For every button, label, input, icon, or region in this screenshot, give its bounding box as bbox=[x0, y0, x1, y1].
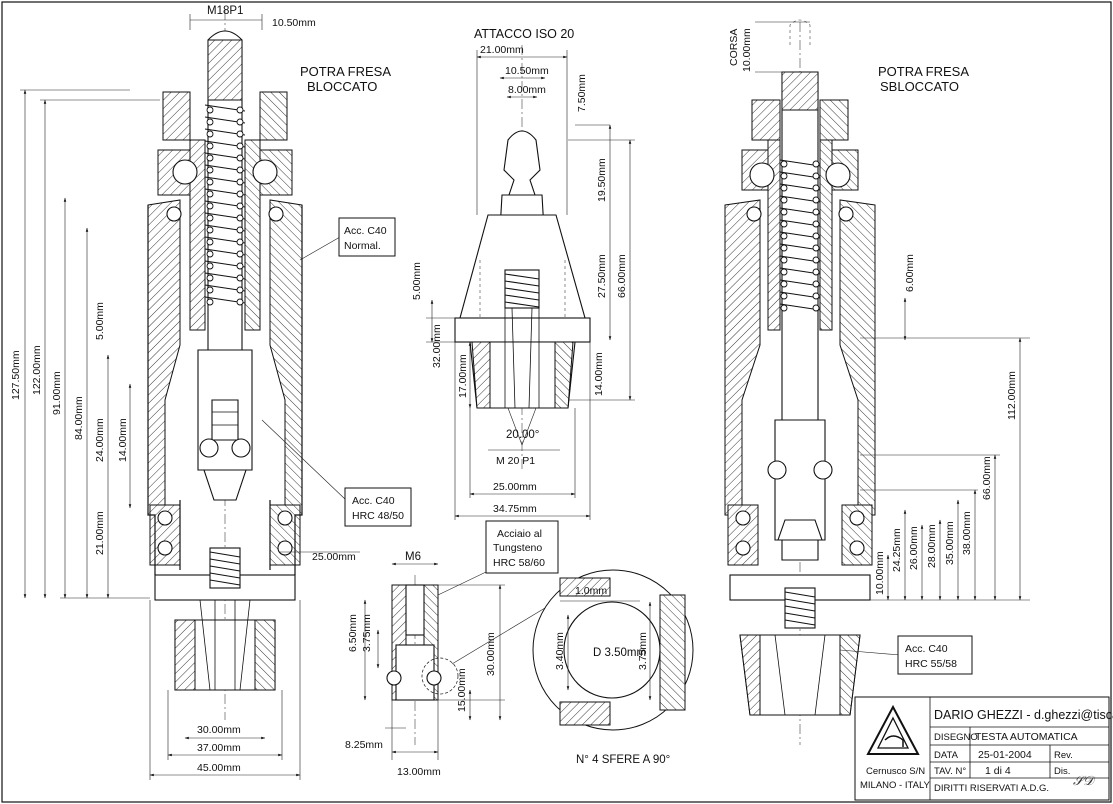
right-callout-line1: Acc. C40 bbox=[905, 643, 948, 655]
location-line2: MILANO - ITALY bbox=[860, 780, 931, 791]
logo bbox=[866, 704, 920, 755]
center-dim-32: 32.00mm bbox=[431, 324, 443, 368]
right-title-line1: POTRA FRESA bbox=[878, 64, 969, 79]
callout-b-line1: Acc. C40 bbox=[352, 495, 395, 507]
right-title-line2: SBLOCCATO bbox=[880, 79, 959, 94]
detail-dim-13: 13.00mm bbox=[397, 766, 441, 778]
signature: 𝒮𝒟 bbox=[1073, 774, 1096, 789]
left-dim-25: 25.00mm bbox=[312, 551, 356, 563]
left-dim-top: 10.50mm bbox=[272, 17, 316, 29]
center-dim-10-50: 10.50mm bbox=[505, 65, 549, 77]
date-label: DATA bbox=[934, 750, 959, 761]
center-dim-8: 8.00mm bbox=[508, 84, 546, 96]
center-dim-27-50: 27.50mm bbox=[596, 254, 608, 298]
center-iso20-view bbox=[454, 45, 591, 470]
sheet-value: 1 di 4 bbox=[985, 765, 1011, 777]
zoom-dim-3-40: 3.40mm bbox=[554, 632, 566, 670]
detail-thread: M6 bbox=[405, 551, 421, 563]
left-horizontal-dimensions: 30.00mm 37.00mm 45.00mm 25.00mm bbox=[149, 551, 360, 780]
center-dim-66: 66.00mm bbox=[616, 254, 628, 298]
left-dim-37: 37.00mm bbox=[197, 742, 241, 754]
right-assembly-view bbox=[724, 19, 876, 745]
left-view-title: POTRA FRESA BLOCCATO bbox=[300, 64, 391, 94]
right-callout: Acc. C40 HRC 55/58 bbox=[839, 635, 973, 675]
left-assembly-view bbox=[147, 10, 303, 720]
material-line1: Acciaio al bbox=[497, 528, 542, 540]
drawing-label: DISEGNO bbox=[934, 732, 978, 743]
dis-label: Dis. bbox=[1054, 766, 1070, 777]
balls-note: N° 4 SFERE A 90° bbox=[576, 754, 670, 766]
stroke-label: CORSA bbox=[728, 29, 740, 66]
callout-b-line2: HRC 48/50 bbox=[352, 510, 404, 522]
left-dim-127-50: 127.50mm bbox=[10, 350, 22, 400]
detail-dim-6-50: 6.50mm bbox=[347, 614, 359, 652]
detail-dim-30: 30.00mm bbox=[485, 632, 497, 676]
left-dim-5: 5.00mm bbox=[94, 302, 106, 340]
zoom-gap: 1.0mm bbox=[575, 585, 607, 597]
left-vertical-dimensions: 127.50mm 122.00mm 91.00mm 84.00mm 5.00mm… bbox=[10, 89, 160, 599]
right-dimensions: 6.00mm 112.00mm 66.00mm 38.00mm 35.00mm … bbox=[860, 254, 1030, 601]
center-dim-5: 5.00mm bbox=[411, 262, 423, 300]
right-dim-38: 38.00mm bbox=[961, 511, 973, 555]
right-dim-28: 28.00mm bbox=[926, 524, 938, 568]
center-dimensions: 21.00mm 10.50mm 8.00mm 7.50mm 19.50mm 27… bbox=[411, 44, 635, 520]
center-dim-34-75: 34.75mm bbox=[493, 503, 537, 515]
detail-ball-cage bbox=[386, 575, 546, 745]
callout-a-line1: Acc. C40 bbox=[344, 225, 387, 237]
left-dim-14: 14.00mm bbox=[117, 418, 129, 462]
left-dim-91: 91.00mm bbox=[51, 371, 63, 415]
detail-dim-8-25: 8.25mm bbox=[345, 739, 383, 751]
date-value: 25-01-2004 bbox=[978, 749, 1032, 761]
right-dim-112: 112.00mm bbox=[1006, 371, 1018, 420]
right-view-title: POTRA FRESA SBLOCCATO bbox=[878, 64, 969, 94]
right-callout-line2: HRC 55/58 bbox=[905, 658, 957, 670]
center-title: ATTACCO ISO 20 bbox=[474, 27, 574, 41]
rev-label: Rev. bbox=[1054, 750, 1073, 761]
left-dim-84: 84.00mm bbox=[73, 396, 85, 440]
callout-a-line2: Normal. bbox=[344, 240, 381, 252]
left-callout-b: Acc. C40 HRC 48/50 bbox=[261, 419, 412, 527]
detail-material-callout: Acciaio al Tungsteno HRC 58/60 bbox=[437, 520, 559, 596]
left-dim-24: 24.00mm bbox=[94, 418, 106, 462]
material-line2: Tungsteno bbox=[493, 542, 542, 554]
right-dim-24-25: 24.25mm bbox=[891, 528, 903, 572]
right-dim-35: 35.00mm bbox=[944, 521, 956, 565]
zoom-diameter: D 3.50mm bbox=[593, 647, 646, 659]
zoom-dim-3-75: 3.75mm bbox=[637, 632, 649, 670]
center-dim-21: 21.00mm bbox=[480, 44, 524, 56]
left-dim-122: 122.00mm bbox=[31, 345, 43, 395]
center-dim-25: 25.00mm bbox=[493, 481, 537, 493]
center-thread: M 20 P1 bbox=[496, 455, 535, 467]
detail-zoom-circle: 1.0mm D 3.50mm 3.40mm 3.75mm bbox=[532, 569, 694, 731]
right-stroke-dimension: CORSA 10.00mm bbox=[728, 21, 810, 73]
right-dim-6: 6.00mm bbox=[904, 254, 916, 292]
right-dim-66: 66.00mm bbox=[981, 456, 993, 500]
left-callout-a: Acc. C40 Normal. bbox=[299, 217, 396, 261]
center-dim-17: 17.00mm bbox=[457, 354, 469, 398]
left-dim-30: 30.00mm bbox=[197, 724, 241, 736]
left-title-line1: POTRA FRESA bbox=[300, 64, 391, 79]
left-dim-45: 45.00mm bbox=[197, 762, 241, 774]
drawing-value: TESTA AUTOMATICA bbox=[975, 731, 1078, 743]
center-dim-19-50: 19.50mm bbox=[596, 158, 608, 202]
rights: DIRITTI RISERVATI A.D.G. bbox=[934, 783, 1049, 794]
detail-dim-3-75: 3.75mm bbox=[361, 614, 373, 652]
material-line3: HRC 58/60 bbox=[493, 557, 545, 569]
center-dim-14: 14.00mm bbox=[593, 352, 605, 396]
author: DARIO GHEZZI - d.ghezzi@tiscali.it bbox=[934, 708, 1113, 722]
title-block: Cernusco S/N MILANO - ITALY DARIO GHEZZI… bbox=[854, 696, 1113, 801]
detail-dim-15: 15.00mm bbox=[456, 668, 468, 712]
location-line1: Cernusco S/N bbox=[866, 766, 925, 777]
left-thread-label: M18P1 bbox=[207, 5, 243, 17]
detail-dimensions: 6.50mm 3.75mm 30.00mm 15.00mm 8.25mm 13.… bbox=[345, 584, 505, 778]
right-dim-10: 10.00mm bbox=[874, 551, 886, 595]
left-dim-21: 21.00mm bbox=[94, 511, 106, 555]
stroke-value: 10.00mm bbox=[741, 28, 753, 72]
right-dim-26: 26.00mm bbox=[908, 526, 920, 570]
center-angle: 20.00° bbox=[506, 429, 539, 441]
left-title-line2: BLOCCATO bbox=[307, 79, 377, 94]
sheet-label: TAV. N° bbox=[934, 766, 966, 777]
center-dim-7-50: 7.50mm bbox=[576, 74, 588, 112]
